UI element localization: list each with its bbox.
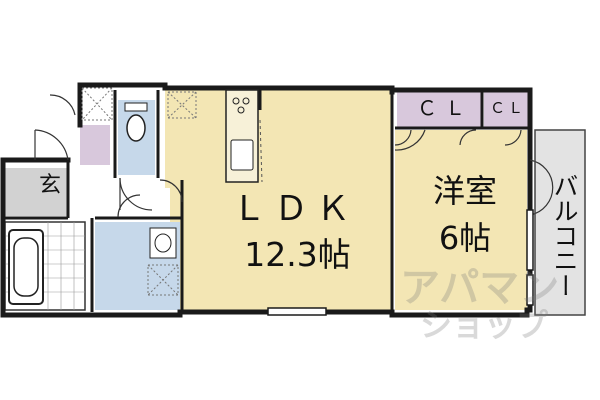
shoe-box-icon	[81, 87, 113, 121]
door-swings	[34, 94, 554, 218]
toilet-icon	[124, 102, 148, 142]
washbasin-icon	[149, 227, 177, 259]
balcony-outline	[534, 129, 586, 316]
bathtub-icon	[8, 229, 44, 305]
watermark-line-1: アパマン	[400, 265, 560, 311]
bedroom-name: 洋室	[432, 172, 497, 210]
closet-2-label: ＣＬ	[489, 99, 526, 117]
entry-floor	[3, 168, 69, 216]
balcony-label: バルコニー	[550, 172, 579, 298]
ldk-name: ＬＤＫ	[232, 189, 358, 229]
balcony-floor	[535, 130, 585, 315]
kitchen-counter	[225, 89, 263, 183]
bedroom-area: 6帖	[438, 219, 492, 257]
washing-machine-space-icon	[147, 264, 179, 296]
closet-1-label: ＣＬ	[417, 96, 473, 120]
watermark-line-2: ショップ	[420, 306, 549, 344]
genkan-label: 玄	[38, 173, 61, 198]
closet-1-floor	[397, 92, 481, 128]
bedroom-floor	[395, 130, 527, 310]
ldk-area: 12.3帖	[244, 235, 351, 274]
windows	[267, 209, 534, 316]
fridge-space-icon	[167, 91, 197, 119]
closet-2-floor	[484, 92, 530, 128]
storage-floor	[80, 125, 110, 165]
